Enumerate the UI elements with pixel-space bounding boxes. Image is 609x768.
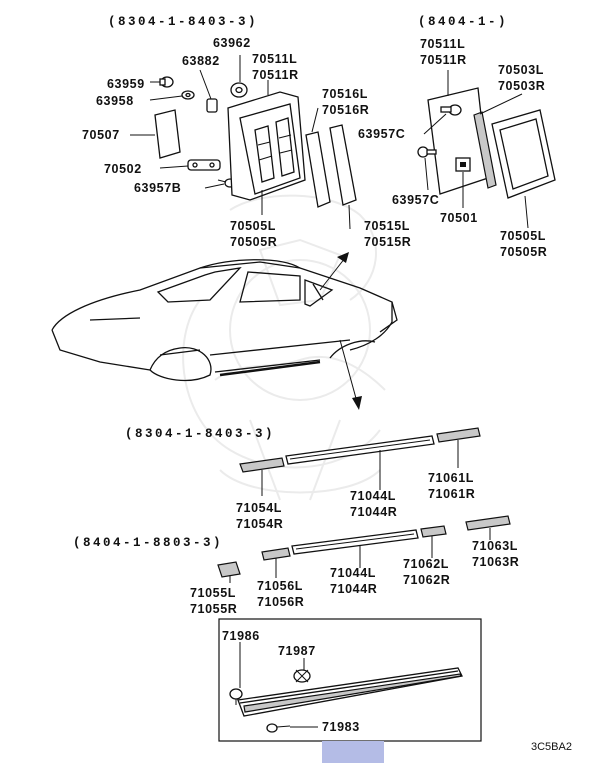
label-70507: 70507 <box>82 128 120 142</box>
part-63882 <box>206 98 218 113</box>
label-70503r: 70503R <box>498 79 545 93</box>
part-70503 <box>473 111 497 189</box>
part-71061 <box>436 427 481 443</box>
label-70511l-a: 70511L <box>252 52 297 66</box>
part-70516 <box>305 131 331 208</box>
group-label-upper-right: (8404-1-) <box>418 15 508 29</box>
label-70511r-b: 70511R <box>420 53 467 67</box>
part-71987 <box>293 669 311 683</box>
label-70516r: 70516R <box>322 103 369 117</box>
label-70503l: 70503L <box>498 63 544 77</box>
label-70511l-b: 70511L <box>420 37 465 51</box>
label-63957c-a: 63957C <box>358 127 405 141</box>
part-71054 <box>239 457 285 473</box>
part-71063 <box>465 515 511 531</box>
part-70515 <box>329 124 357 206</box>
label-63957b: 63957B <box>134 181 181 195</box>
label-71062l: 71062L <box>403 557 449 571</box>
label-71061l: 71061L <box>428 471 474 485</box>
label-71063r: 71063R <box>472 555 519 569</box>
part-70502 <box>187 159 221 171</box>
arrow-to-louver <box>319 252 349 291</box>
part-71983 <box>266 723 291 733</box>
label-71054r: 71054R <box>236 517 283 531</box>
label-71044l-a: 71044L <box>350 489 396 503</box>
label-71044r-b: 71044R <box>330 582 377 596</box>
group-label-upper-left: (8304-1-8403-3) <box>108 15 258 29</box>
label-71987: 71987 <box>278 644 316 658</box>
label-70511r-a: 70511R <box>252 68 299 82</box>
label-70505r-a: 70505R <box>230 235 277 249</box>
label-71055r: 71055R <box>190 602 237 616</box>
label-63959: 63959 <box>107 77 145 91</box>
part-63958 <box>181 90 195 100</box>
group-label-mid: (8304-1-8403-3) <box>125 427 275 441</box>
label-71044r-a: 71044R <box>350 505 397 519</box>
label-70505l-a: 70505L <box>230 219 276 233</box>
part-71055 <box>217 561 241 578</box>
label-63958: 63958 <box>96 94 134 108</box>
arrow-to-moldings <box>339 339 362 410</box>
part-63962 <box>230 82 248 98</box>
label-71055l: 71055L <box>190 586 236 600</box>
label-70516l: 70516L <box>322 87 368 101</box>
part-63957c-lower <box>417 146 437 158</box>
part-70501 <box>455 157 471 172</box>
label-63882: 63882 <box>182 54 220 68</box>
label-70501: 70501 <box>440 211 478 225</box>
part-63959 <box>159 76 174 88</box>
group-label-lower: (8404-1-8803-3) <box>73 536 223 550</box>
label-71986: 71986 <box>222 629 260 643</box>
label-63957c-b: 63957C <box>392 193 439 207</box>
label-71054l: 71054L <box>236 501 282 515</box>
label-71061r: 71061R <box>428 487 475 501</box>
part-70505-upper-right <box>491 109 556 199</box>
label-71044l-b: 71044L <box>330 566 376 580</box>
label-71056l: 71056L <box>257 579 303 593</box>
label-71056r: 71056R <box>257 595 304 609</box>
part-70505-upper-left <box>239 103 301 195</box>
part-70507 <box>154 109 181 159</box>
label-70505l-b: 70505L <box>500 229 546 243</box>
label-71063l: 71063L <box>472 539 518 553</box>
part-71062 <box>420 525 447 538</box>
highlight-box <box>322 741 384 763</box>
part-71986 <box>229 688 243 705</box>
label-71062r: 71062R <box>403 573 450 587</box>
part-63957c-upper <box>440 104 462 116</box>
label-70515l: 70515L <box>364 219 410 233</box>
part-71056 <box>261 547 291 561</box>
label-70505r-b: 70505R <box>500 245 547 259</box>
label-63962: 63962 <box>213 36 251 50</box>
label-71983: 71983 <box>322 720 360 734</box>
label-70515r: 70515R <box>364 235 411 249</box>
diagram-code: 3C5BA2 <box>531 741 572 753</box>
part-molding-detail <box>237 667 463 717</box>
label-70502: 70502 <box>104 162 142 176</box>
